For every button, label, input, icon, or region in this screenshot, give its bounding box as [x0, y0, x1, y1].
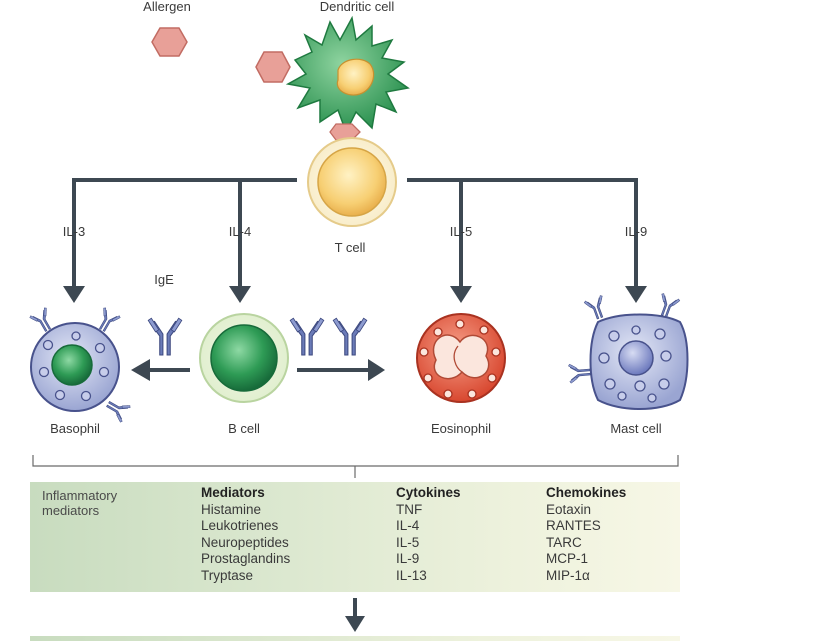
list-item: Leukotrienes	[201, 518, 279, 533]
list-item: Prostaglandins	[201, 551, 291, 566]
connectors	[72, 178, 638, 372]
allergen-hexagon	[151, 27, 188, 57]
inflammatory-mediators-panel: Inflammatory mediators Mediators Histami…	[30, 482, 680, 592]
mast-cell-nucleus	[618, 340, 654, 376]
il9-label: IL-9	[624, 224, 648, 239]
down-arrow-head	[345, 616, 365, 632]
column-heading: Cytokines	[396, 485, 461, 500]
il3-label: IL-3	[62, 224, 86, 239]
list-item: Eotaxin	[546, 501, 592, 517]
list-item: IL-9	[396, 551, 420, 566]
il4-label: IL-4	[228, 224, 252, 239]
eosinophil-nucleus	[432, 334, 490, 380]
dendritic-nucleus	[336, 58, 375, 96]
b-cell-nucleus	[210, 324, 278, 392]
list-item: Tryptase	[201, 567, 254, 583]
ige-antibody	[147, 317, 183, 356]
list-item: IL-4	[396, 518, 420, 533]
list-item: MIP-1α	[546, 567, 590, 583]
basophil-label: Basophil	[50, 421, 100, 436]
list-item: IL-5	[396, 534, 420, 550]
list-item: MCP-1	[546, 551, 589, 566]
allergen-label: Allergen	[143, 0, 191, 14]
next-panel-edge	[30, 636, 680, 641]
allergen-on-dendritic	[255, 51, 291, 83]
list-item: IL-13	[396, 567, 427, 583]
dendritic-cell-label: Dendritic cell	[319, 0, 395, 14]
t-cell-nucleus	[317, 147, 387, 217]
list-item: Histamine	[201, 501, 262, 517]
bracket	[32, 455, 679, 478]
eosinophil-label: Eosinophil	[431, 421, 491, 436]
arrowheads	[63, 286, 647, 381]
il5-label: IL-5	[449, 224, 473, 239]
list-item: TARC	[546, 534, 582, 550]
mast-cell-granules	[598, 325, 672, 403]
chemokines-column: Chemokines Eotaxin RANTES TARC MCP-1 MIP…	[546, 485, 626, 584]
antibody-right	[332, 317, 368, 356]
b-cell-label: B cell	[228, 421, 260, 436]
mast-cell-label: Mast cell	[610, 421, 662, 436]
list-item: Neuropeptides	[201, 534, 289, 550]
column-heading: Chemokines	[546, 485, 627, 500]
list-item: RANTES	[546, 518, 601, 533]
t-cell-label: T cell	[334, 240, 366, 255]
antibody-left	[289, 317, 325, 356]
ige-label: IgE	[154, 272, 174, 287]
cytokines-column: Cytokines TNF IL-4 IL-5 IL-9 IL-13	[396, 485, 461, 584]
basophil-nucleus	[51, 344, 93, 386]
column-heading: Mediators	[201, 485, 265, 500]
list-item: TNF	[396, 501, 423, 517]
mediators-column: Mediators Histamine Leukotrienes Neurope…	[201, 485, 290, 584]
basophil-granules	[38, 331, 110, 402]
inflammatory-mediators-title: Inflammatory mediators	[42, 488, 118, 518]
eosinophil-granules	[419, 319, 501, 399]
